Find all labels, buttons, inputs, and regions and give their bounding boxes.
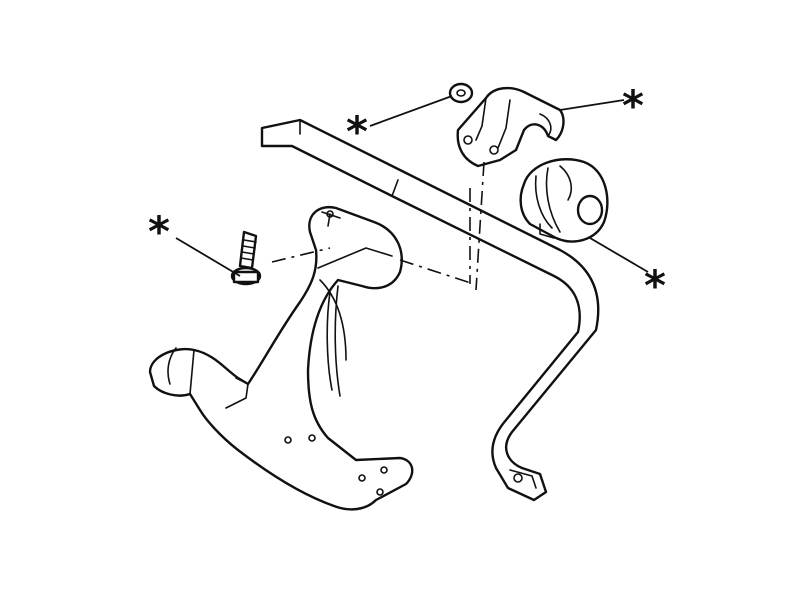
callout-bolt: *: [148, 207, 170, 256]
lower-control-arm: [148, 205, 414, 511]
stabilizer-bar: [260, 118, 600, 502]
assembly-lines: [271, 161, 485, 291]
callouts: * * * *: [148, 81, 666, 310]
callout-bushing: *: [644, 261, 666, 310]
bushing-clamp: [456, 86, 565, 168]
bolt-leader: [175, 237, 241, 277]
bushing: [519, 158, 609, 243]
clamp-leader: [559, 99, 625, 111]
washer: [448, 82, 474, 104]
callout-washer: *: [346, 107, 368, 156]
bolt: [230, 230, 262, 286]
bushing-leader: [589, 237, 649, 273]
washer-leader: [369, 95, 453, 127]
leader-lines: [175, 95, 649, 277]
callout-clamp: *: [622, 81, 644, 130]
